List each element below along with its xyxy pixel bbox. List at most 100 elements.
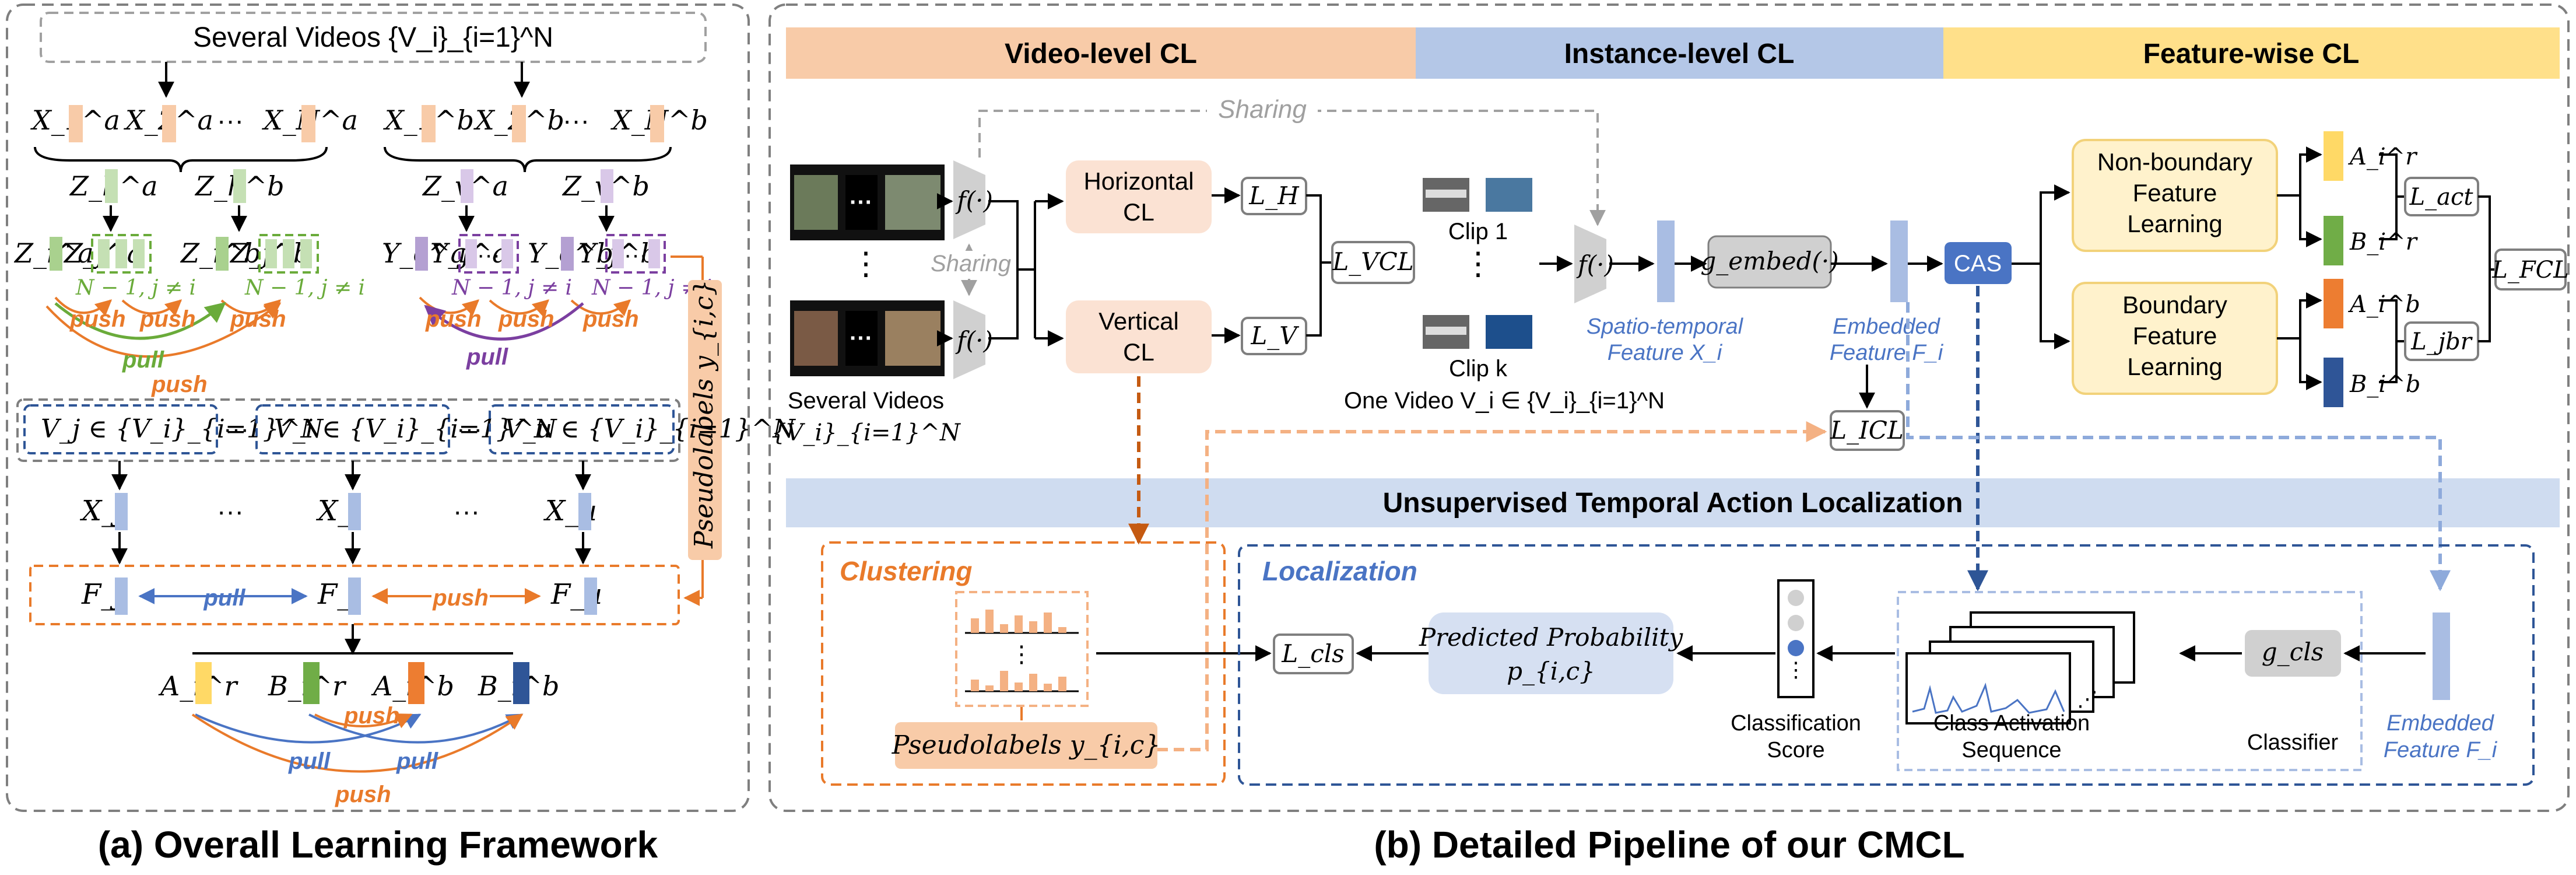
header-feature-wise xyxy=(1943,27,2560,79)
svg-text:N − 1, j ≠ i: N − 1, j ≠ i xyxy=(75,276,196,300)
svg-text:···: ··· xyxy=(217,105,244,135)
svg-text:Sequence: Sequence xyxy=(1961,738,2061,762)
loss-LFCL xyxy=(2494,249,2567,290)
video-set-j xyxy=(23,404,218,454)
several-videos-label: Several Videos {V_i}_{i=1}^N xyxy=(193,22,553,53)
svg-text:B_i^r: B_i^r xyxy=(2349,229,2419,256)
cas-box[interactable] xyxy=(1945,242,2012,284)
svg-text:Classification: Classification xyxy=(1731,711,1861,736)
svg-text:Unsupervised Temporal Action L: Unsupervised Temporal Action Localizatio… xyxy=(1383,488,1963,519)
svg-text:L_ICL: L_ICL xyxy=(1830,416,1904,444)
svg-text:L_VCL: L_VCL xyxy=(1332,247,1413,276)
svg-text:Clip k: Clip k xyxy=(1449,356,1508,382)
svg-text:push: push xyxy=(69,306,126,332)
svg-text:Learning: Learning xyxy=(2127,210,2222,237)
loss-Lcls xyxy=(1273,634,1354,674)
clipk-frame-b xyxy=(1486,315,1532,349)
svg-text:···: ··· xyxy=(850,326,873,351)
svg-text:···: ··· xyxy=(477,242,500,268)
svg-text:A_i^b: A_i^b xyxy=(2347,291,2420,318)
embedded-feature xyxy=(1890,220,1908,302)
svg-text:CAS: CAS xyxy=(1954,251,2002,276)
video-set-u xyxy=(489,404,675,454)
clustering-panel xyxy=(821,541,1226,786)
panel-b-frame xyxy=(768,4,2570,812)
cas-panel xyxy=(1897,591,2363,771)
svg-text:Boundary: Boundary xyxy=(2122,291,2227,318)
svg-text:Feature F_i: Feature F_i xyxy=(1830,341,1944,365)
svg-text:Sharing: Sharing xyxy=(1218,95,1307,124)
cluster-histograms: ⋮ xyxy=(965,610,1079,692)
encoder-bottom: f(·) xyxy=(953,300,993,379)
loss-LVCL xyxy=(1331,241,1415,284)
svg-text:Video-level CL: Video-level CL xyxy=(1005,38,1197,69)
svg-text:push: push xyxy=(343,703,400,729)
svg-text:f(·): f(·) xyxy=(955,326,993,355)
svg-text:Pseudolabels y_{i,c}: Pseudolabels y_{i,c} xyxy=(689,279,719,549)
svg-text:Classifier: Classifier xyxy=(2247,730,2339,755)
svg-text:CL: CL xyxy=(1123,338,1154,366)
panel-a-frame xyxy=(6,4,750,812)
svg-text:Clustering: Clustering xyxy=(840,556,972,586)
svg-text:Feature F_i: Feature F_i xyxy=(2384,738,2498,762)
horizontal-push-pull-arcs: push push push pull push xyxy=(45,296,286,397)
svg-text:pull: pull xyxy=(122,347,164,373)
svg-text:pull: pull xyxy=(466,344,508,370)
svg-text:Score: Score xyxy=(1767,738,1824,762)
svg-text:Feature-wise CL: Feature-wise CL xyxy=(2143,38,2360,69)
svg-text:Non-boundary: Non-boundary xyxy=(2097,148,2252,176)
svg-text:V_j ∈ {V_i}_{i=1}^N: V_j ∈ {V_i}_{i=1}^N xyxy=(41,414,324,444)
svg-text:···: ··· xyxy=(563,105,589,135)
svg-text:L_act: L_act xyxy=(2409,184,2474,211)
caption-b: (b) Detailed Pipeline of our CMCL xyxy=(1374,824,1964,866)
embedded-feature-2 xyxy=(2433,612,2450,700)
svg-text:L_H: L_H xyxy=(1248,181,1300,210)
svg-text:push: push xyxy=(582,306,639,332)
svg-text:⋰: ⋰ xyxy=(2077,687,2098,710)
svg-text:L_jbr: L_jbr xyxy=(2410,328,2473,355)
svg-text:Clip 1: Clip 1 xyxy=(1448,219,1508,244)
video-filmstrip-bottom: ··· xyxy=(790,300,945,376)
svg-text:Vertical: Vertical xyxy=(1099,307,1179,335)
svg-text:push: push xyxy=(498,306,554,332)
svg-text:B_i^b: B_i^b xyxy=(2349,371,2420,398)
svg-text:push: push xyxy=(139,306,196,332)
svg-text:Sharing: Sharing xyxy=(931,251,1011,276)
cas-stack: ⋰ xyxy=(1905,611,2135,724)
svg-text:Learning: Learning xyxy=(2127,353,2222,380)
svg-text:Instance-level CL: Instance-level CL xyxy=(1564,38,1795,69)
loss-LICL xyxy=(1830,410,1905,451)
svg-text:···: ··· xyxy=(624,242,647,268)
svg-text:p_{i,c}: p_{i,c} xyxy=(1507,657,1595,685)
svg-text:Feature: Feature xyxy=(2133,322,2217,349)
svg-text:CL: CL xyxy=(1123,198,1154,226)
header-video-level xyxy=(786,27,1416,79)
svg-text:f(·): f(·) xyxy=(1576,250,1614,279)
svg-text:A_i^r: A_i^r xyxy=(2347,144,2418,170)
svg-text:Horizontal: Horizontal xyxy=(1083,167,1194,195)
svg-text:push: push xyxy=(425,306,482,332)
encoder-top: f(·) xyxy=(953,160,993,239)
svg-text:Embedded: Embedded xyxy=(2387,711,2495,736)
svg-text:V_i ∈ {V_i}_{i=1}^N: V_i ∈ {V_i}_{i=1}^N xyxy=(274,414,557,444)
encoder-instance xyxy=(1574,225,1606,303)
svg-text:···: ··· xyxy=(453,496,480,526)
svg-text:Localization: Localization xyxy=(1262,556,1417,586)
pseudolabels-box xyxy=(895,722,1157,769)
svg-text:g_cls: g_cls xyxy=(2262,638,2324,666)
header-instance-level xyxy=(1416,27,1943,79)
svg-text:push: push xyxy=(432,585,489,611)
svg-text:···: ··· xyxy=(217,496,244,526)
svg-text:Class Activation: Class Activation xyxy=(1933,711,2090,736)
svg-text:Embedded: Embedded xyxy=(1833,314,1941,339)
g-cls-box xyxy=(2245,630,2341,677)
video-set-i xyxy=(255,404,450,454)
svg-text:⋮: ⋮ xyxy=(1785,657,1806,681)
g-embed-box xyxy=(1707,235,1832,289)
svg-text:Pseudolabels y_{i,c}: Pseudolabels y_{i,c} xyxy=(892,730,1161,760)
svg-text:push: push xyxy=(151,372,208,397)
svg-text:pull: pull xyxy=(396,748,438,774)
vertical-cl-box xyxy=(1066,300,1212,373)
svg-text:Feature: Feature xyxy=(2133,179,2217,206)
f-row-frame xyxy=(29,565,680,625)
